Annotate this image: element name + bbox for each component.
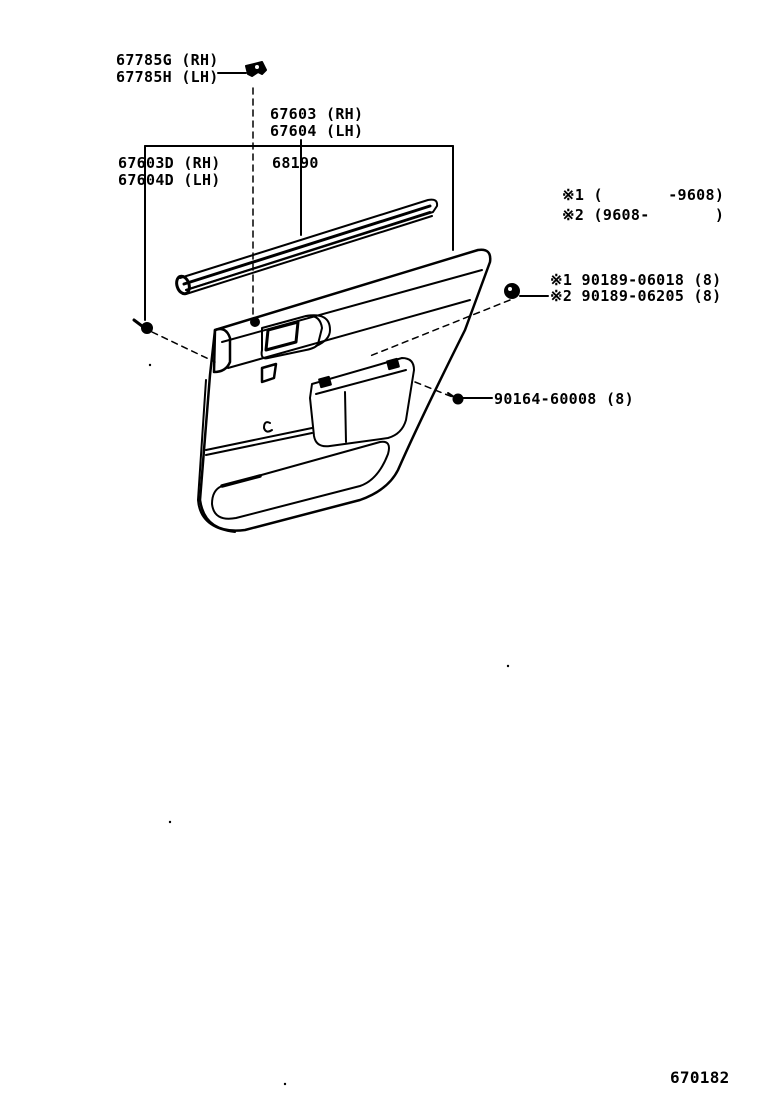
leader-lines <box>144 72 549 399</box>
scan-dots <box>148 363 510 1086</box>
weatherstrip <box>175 198 439 296</box>
note-2-mark: ※2 <box>562 206 585 224</box>
screw-icon <box>447 392 464 405</box>
note-2: ※2 (9608- ) <box>562 207 724 224</box>
callout-trim-board-rh: 67603 (RH) <box>270 105 364 123</box>
note-1-mark: ※1 <box>562 186 585 204</box>
callout-trim-sub-rh: 67603D (RH) <box>118 154 221 172</box>
callout-clip-right-2: ※2 90189-06205 (8) <box>550 287 722 305</box>
garnish-clip-icon <box>245 61 267 77</box>
callout-garnish-clip-lh: 67785H (LH) <box>116 68 219 86</box>
left-clip-icon <box>132 318 153 334</box>
callout-trim-board-lh: 67604 (LH) <box>270 122 364 140</box>
note-2-range: (9608- ) <box>593 206 725 224</box>
callout-screw: 90164-60008 (8) <box>494 390 634 408</box>
callout-weatherstrip: 68190 <box>272 154 319 172</box>
right-clip-icon <box>504 283 520 299</box>
note-1: ※1 ( -9608) <box>562 187 724 204</box>
callout-garnish-clip-rh: 67785G (RH) <box>116 51 219 69</box>
callout-trim-sub-lh: 67604D (LH) <box>118 171 221 189</box>
door-trim-panel <box>197 248 492 533</box>
diagram-id: 670182 <box>670 1068 730 1087</box>
callout-clip-right-1: ※1 90189-06018 (8) <box>550 271 722 289</box>
note-1-range: ( -9608) <box>593 186 725 204</box>
